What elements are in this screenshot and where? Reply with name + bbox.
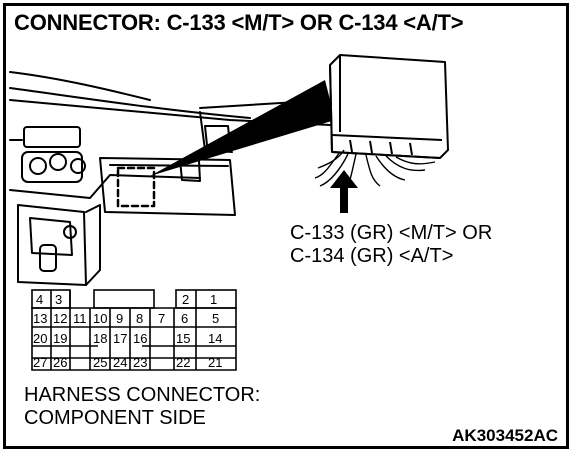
pin-label: 23	[133, 355, 147, 370]
pin-label: 18	[93, 331, 107, 346]
pin-label: 27	[33, 355, 47, 370]
pin-label: 13	[33, 311, 47, 326]
pin-label: 19	[53, 331, 67, 346]
pin-label: 20	[33, 331, 47, 346]
pin-label: 16	[133, 331, 147, 346]
pin-label: 14	[208, 331, 222, 346]
figure-code: AK303452AC	[452, 426, 558, 445]
pin-label: 3	[55, 292, 62, 307]
pin-label: 24	[113, 355, 127, 370]
caption-line1: HARNESS CONNECTOR:	[24, 384, 261, 406]
pin-label: 12	[53, 311, 67, 326]
pin-label: 7	[158, 311, 165, 326]
pin-label: 26	[53, 355, 67, 370]
connector-callout-line2: C-134 (GR) <A/T>	[290, 245, 454, 267]
pin-label: 6	[181, 311, 188, 326]
pin-label: 22	[176, 355, 190, 370]
diagram-title: CONNECTOR: C-133 <M/T> OR C-134 <A/T>	[14, 10, 464, 35]
pin-label: 9	[116, 311, 123, 326]
pin-label: 21	[208, 355, 222, 370]
pin-label: 2	[182, 292, 189, 307]
pin-label: 10	[93, 311, 107, 326]
pin-label: 15	[176, 331, 190, 346]
pin-label: 1	[210, 292, 217, 307]
pin-label: 11	[73, 311, 87, 326]
connector-callout-line1: C-133 (GR) <M/T> OR	[290, 222, 493, 244]
pin-label: 17	[113, 331, 127, 346]
diagram-frame	[3, 3, 569, 449]
pin-label: 25	[93, 355, 107, 370]
connector-pin-labels: 4 3 2 1 13 12 11 10 9 8 7 6 5 20 19 18 1…	[33, 292, 222, 370]
caption-line2: COMPONENT SIDE	[24, 407, 206, 429]
pin-label: 5	[212, 311, 219, 326]
pin-label: 4	[36, 292, 43, 307]
pin-label: 8	[136, 311, 143, 326]
